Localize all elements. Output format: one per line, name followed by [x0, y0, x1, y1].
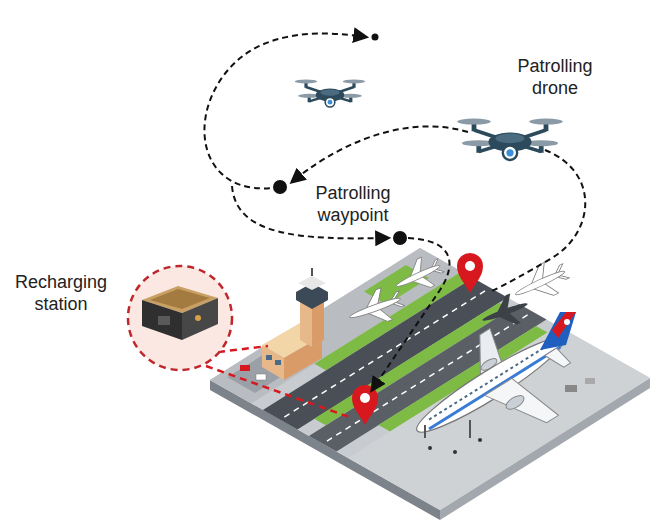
drone-part [295, 79, 365, 107]
airliner-part [424, 425, 426, 438]
flight-path-part [372, 238, 449, 390]
recharging-inset-part [218, 346, 268, 352]
control-tower-part [240, 365, 250, 371]
location-pin-part [457, 253, 483, 293]
recharging-inset-part [206, 366, 352, 418]
control-tower [240, 268, 328, 380]
waypoint-dot-part [273, 180, 287, 194]
control-tower-part [311, 268, 313, 276]
airplane [344, 251, 573, 335]
airliner-part [428, 446, 432, 450]
waypoint-dot [273, 34, 407, 246]
recharging-inset-part [182, 298, 218, 340]
airliner-part [453, 450, 457, 454]
annotation-label: Patrolling waypoint [298, 182, 408, 227]
airplane-part [344, 282, 408, 333]
location-pin [352, 253, 483, 425]
waypoint-dot-part [372, 34, 379, 41]
control-tower-part [275, 360, 281, 365]
drone-part [457, 119, 563, 160]
airliner-part [552, 312, 576, 338]
airplane-part [477, 289, 533, 335]
recharging-inset-part [142, 300, 182, 340]
airliner-part [585, 378, 595, 384]
flight-path-part [490, 150, 585, 292]
annotation-label: Patrolling drone [495, 56, 615, 99]
airliner-part-part [485, 368, 559, 443]
flight-path [204, 33, 585, 390]
airliner-part-part [504, 393, 526, 412]
airliner-part [392, 299, 596, 483]
waypoint-dot-part [393, 231, 407, 245]
recharging-inset-part [195, 315, 201, 321]
control-tower-part [266, 355, 272, 360]
airplane-part-part [481, 301, 528, 323]
airliner-part-part [545, 346, 571, 372]
flight-path-part [204, 33, 366, 188]
control-tower-part [256, 374, 266, 380]
airliner-part [478, 438, 482, 442]
flight-path-part [292, 126, 468, 182]
recharging-inset-part [158, 316, 170, 325]
annotation-label: Recharging station [4, 272, 118, 315]
airport-ground-part [348, 326, 650, 510]
airliner-part [565, 385, 577, 392]
drone [295, 79, 563, 160]
airport-ground-part [210, 248, 650, 510]
airport-ground [210, 248, 650, 510]
airliner [392, 299, 596, 483]
airliner-part [469, 420, 471, 438]
control-tower-part [298, 276, 326, 290]
location-pin-part [352, 385, 378, 425]
recharging-inset [128, 266, 352, 418]
recharging-inset-part [128, 266, 232, 370]
airliner-part [564, 319, 570, 325]
airliner-part [540, 312, 576, 350]
